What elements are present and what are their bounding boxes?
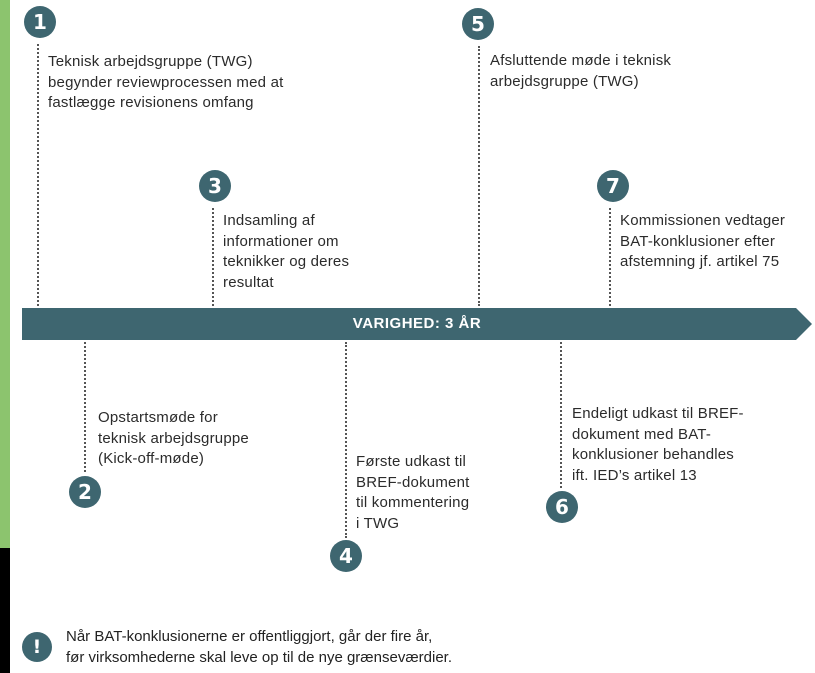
step-2-badge: 2 (69, 476, 101, 508)
step-6-badge: 6 (546, 491, 578, 523)
step-6-connector (560, 342, 562, 488)
step-3-text: Indsamling af informationer om teknikker… (223, 212, 350, 291)
step-2-connector (84, 342, 86, 472)
step-1-text: Teknisk arbejdsgruppe (TWG) begynder rev… (48, 53, 284, 111)
step-6-text: Endeligt udkast til BREF- dokument med B… (572, 405, 744, 484)
step-7-connector (609, 208, 611, 306)
step-7-badge: 7 (597, 170, 629, 202)
step-2-text: Opstartsmøde for teknisk arbejdsgruppe (… (98, 409, 249, 467)
timeline-label: VARIGHED: 3 ÅR (352, 315, 482, 332)
step-4-badge: 4 (330, 540, 362, 572)
step-5-text: Afsluttende møde i teknisk arbejdsgruppe… (490, 52, 672, 90)
note-text: Når BAT-konklusionerne er offentliggjort… (66, 628, 453, 666)
timeline-bar: VARIGHED: 3 ÅR (22, 308, 812, 340)
step-7-text: Kommissionen vedtager BAT-konklusioner e… (620, 212, 786, 270)
left-edge-bar (0, 548, 10, 673)
step-5-connector (478, 46, 480, 306)
step-3-connector (212, 208, 214, 306)
timeline-arrow-shape (22, 308, 812, 340)
step-4-connector (345, 342, 347, 538)
step-5-badge: 5 (462, 8, 494, 40)
exclamation-icon: ! (22, 632, 52, 662)
step-4-text: Første udkast til BREF-dokument til komm… (356, 453, 470, 532)
left-accent-bar (0, 0, 10, 548)
step-1-connector (37, 44, 39, 306)
step-1-badge: 1 (24, 6, 56, 38)
step-3-badge: 3 (199, 170, 231, 202)
